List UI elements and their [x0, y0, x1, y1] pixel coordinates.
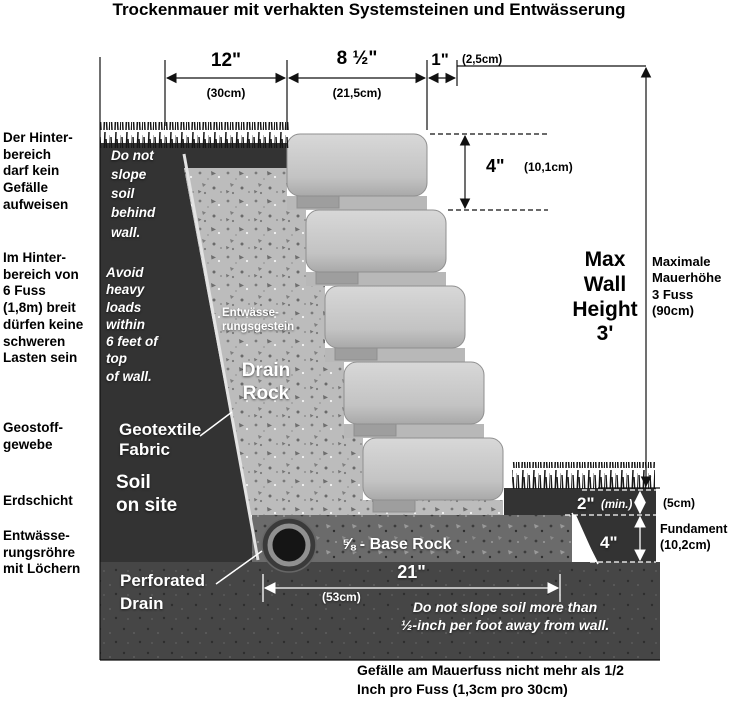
dim-top-width-cm: (30cm): [206, 86, 246, 100]
dim-base-width-cm: (53cm): [322, 590, 361, 604]
dim-block-width-in: 8 ½": [336, 48, 378, 69]
subsoil-area: [100, 562, 660, 660]
dim-top-width-in: 12": [210, 50, 242, 71]
dim-block-width-cm: (21,5cm): [332, 86, 382, 100]
label-geotextile-en: Geotextile Fabric: [119, 420, 202, 460]
dim-burial-min: (min.): [601, 499, 633, 511]
label-drain-rock-en: Drain Rock: [241, 360, 291, 404]
wall-block-5: [362, 437, 504, 513]
black-dimension-lines: [99, 57, 660, 661]
soil-left-area: [100, 143, 290, 562]
annotation-no-loads-de: Im Hinter- bereich von 6 Fuss (1,8m) bre…: [3, 250, 84, 366]
wall-blocks: [286, 133, 504, 513]
perforated-drain-pipe: [261, 517, 317, 573]
label-base-rock: ⅝ - Base Rock: [342, 536, 452, 553]
drain-rock-area: [184, 168, 503, 515]
annotation-soil-layer-de: Erdschicht: [3, 493, 73, 508]
dim-setback-cm: (2,5cm): [462, 54, 503, 66]
label-drain-rock-de: Entwässe- rungsgestein: [222, 307, 295, 334]
wall-block-4: [343, 361, 485, 438]
annotation-geotextile-de: Geostoff- gewebe: [3, 420, 63, 452]
geotextile-line: [182, 153, 260, 561]
label-no-loads-en: Avoid heavy loads within 6 feet of top o…: [106, 265, 158, 384]
dim-foundation-in: 4": [600, 533, 618, 552]
dim-max-height-en: Max Wall Height 3': [572, 248, 638, 346]
grass-right: [512, 462, 655, 489]
dim-max-height-de: Maximale Mauerhöhe 3 Fuss (90cm): [652, 254, 722, 318]
soil-right-area: [504, 488, 656, 562]
dim-burial-cm: (5cm): [663, 496, 696, 510]
dim-foundation-de: Fundament (10,2cm): [660, 522, 728, 552]
label-no-slope-en: Do not slope soil behind wall.: [111, 148, 156, 240]
dim-block-height-cm: (10,1cm): [524, 160, 573, 174]
annotation-drain-pipe-de: Entwässe- rungsröhre mit Löchern: [3, 528, 81, 577]
wall-block-2: [305, 209, 447, 286]
page-title: Trockenmauer mit verhakten Systemsteinen…: [112, 0, 626, 19]
dim-base-width-in: 21": [397, 562, 426, 582]
grass-top: [100, 122, 290, 148]
leader-lines: [199, 411, 599, 585]
label-slope-away-note: Do not slope soil more than ½-inch per f…: [400, 599, 610, 634]
label-soil-on-site: Soil on site: [116, 472, 178, 516]
wall-block-1: [286, 133, 428, 210]
dim-setback-in: 1": [431, 50, 449, 69]
annotation-no-slope-de: Der Hinter- bereich darf kein Gefälle au…: [3, 130, 73, 212]
dim-block-height-in: 4": [486, 156, 505, 176]
dim-burial-in: 2": [577, 494, 595, 513]
white-dimension-lines: [262, 489, 656, 602]
wall-block-3: [324, 285, 466, 362]
footer-note: Gefälle am Mauerfuss nicht mehr als 1/2 …: [357, 662, 624, 697]
label-perforated-drain: Perforated Drain: [120, 571, 206, 613]
